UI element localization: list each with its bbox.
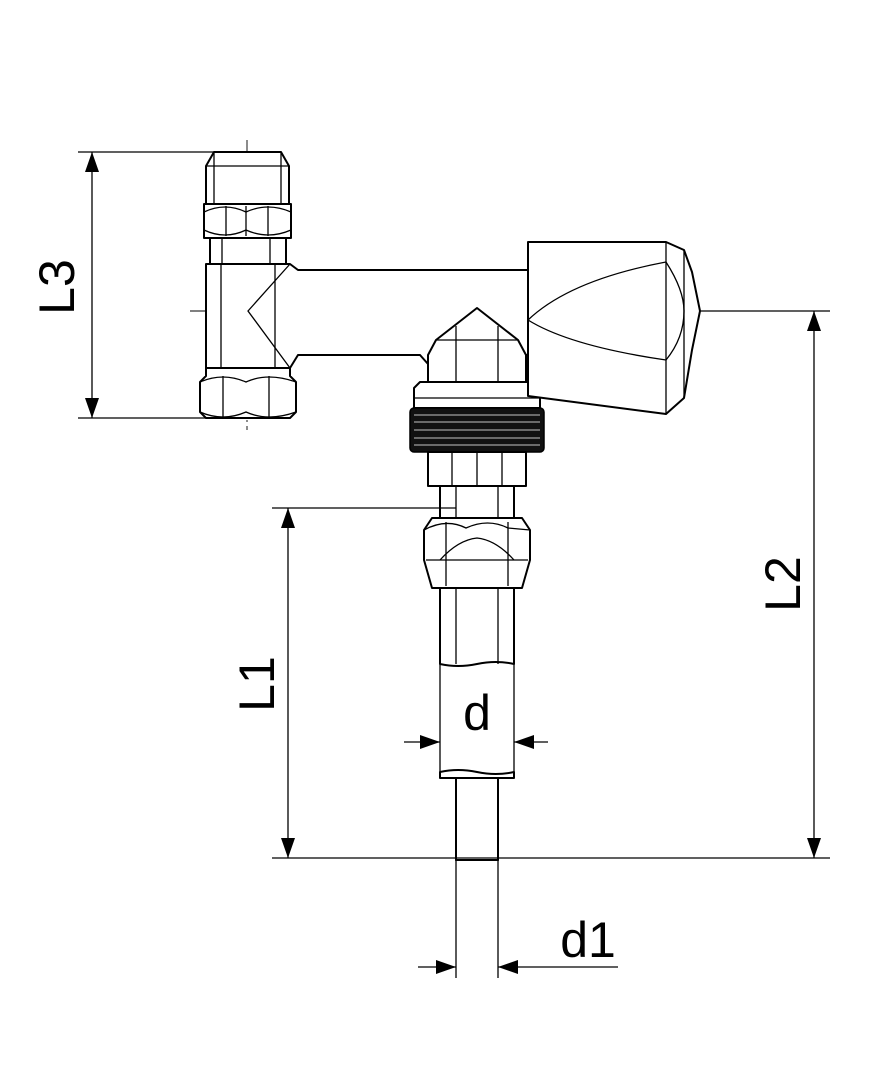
dimension-d1: d1 [418, 912, 618, 974]
dimension-l2: L2 [272, 310, 830, 859]
pipe-upper [439, 587, 515, 667]
outlet-collar [413, 381, 541, 409]
pipe-lower [439, 769, 515, 978]
compression-nut [423, 517, 531, 589]
outlet-stem [439, 485, 515, 519]
top-cap-nut [205, 151, 290, 205]
bottom-hex-nut-left [199, 367, 297, 419]
label-d: d [463, 685, 491, 741]
label-l1: L1 [229, 656, 285, 712]
outlet-hex [427, 451, 527, 487]
knurled-ring [409, 407, 545, 453]
dimension-l1: L1 [229, 507, 456, 858]
valve-handle [527, 241, 701, 415]
dimension-l3: L3 [29, 151, 214, 419]
label-l3: L3 [29, 259, 85, 315]
label-l2: L2 [755, 556, 811, 612]
top-collar [209, 237, 287, 265]
top-hex-nut [203, 203, 292, 239]
label-d1: d1 [560, 912, 616, 968]
dimension-d: d [404, 664, 548, 772]
